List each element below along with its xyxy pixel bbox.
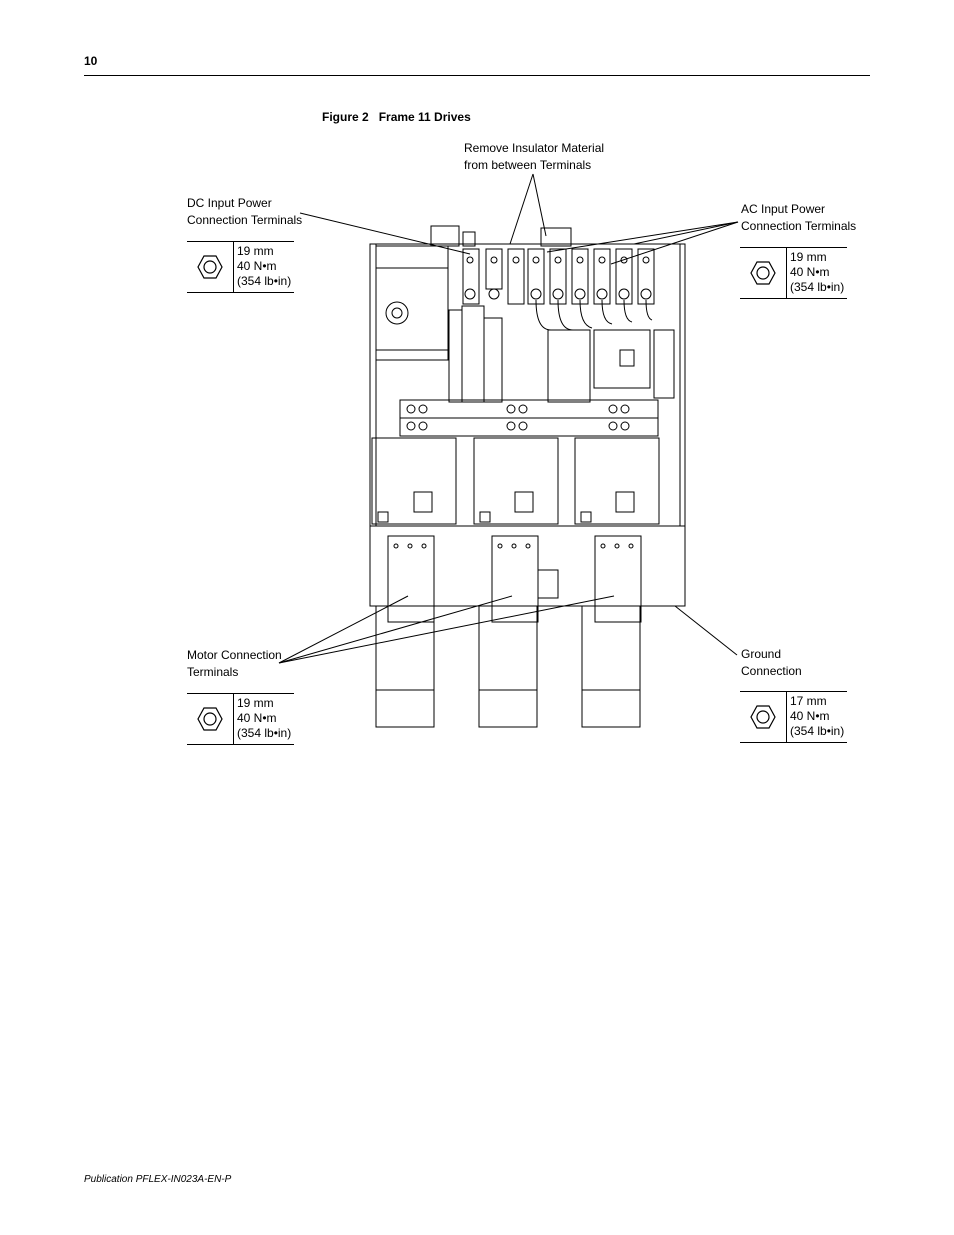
hex-nut-icon	[740, 692, 787, 742]
callout-ground: Ground Connection	[741, 647, 802, 678]
figure-label: Figure 2	[322, 110, 369, 124]
spec-motor: 19 mm 40 N•m (354 lb•in)	[187, 693, 294, 745]
spec-dc-input: 19 mm 40 N•m (354 lb•in)	[187, 241, 294, 293]
callout-ac-input: AC Input Power Connection Terminals	[741, 202, 857, 233]
hex-nut-icon	[187, 242, 234, 292]
figure-title: Figure 2 Frame 11 Drives	[322, 110, 471, 124]
spec-ac-input: 19 mm 40 N•m (354 lb•in)	[740, 247, 847, 299]
callout-dc-input: DC Input Power Connection Terminals	[187, 196, 303, 227]
figure-caption: Frame 11 Drives	[378, 110, 471, 124]
publication-footer: Publication PFLEX-IN023A-EN-P	[84, 1174, 232, 1185]
spec-ground: 17 mm 40 N•m (354 lb•in)	[740, 691, 847, 743]
callout-remove-insulator: Remove Insulator Material from between T…	[464, 141, 605, 172]
hex-nut-icon	[187, 694, 234, 744]
page-number: 10	[84, 54, 98, 68]
hex-nut-icon	[740, 248, 787, 298]
callout-motor: Motor Connection Terminals	[187, 648, 282, 679]
header-rule	[84, 75, 870, 76]
